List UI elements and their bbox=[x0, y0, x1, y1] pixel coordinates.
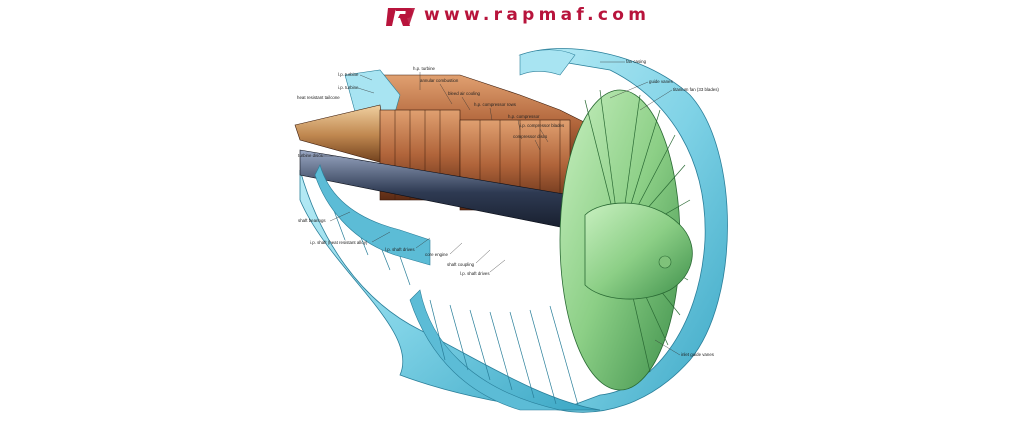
label-lp-shaft-drives: l.p. shaft drives bbox=[385, 247, 415, 252]
site-url[interactable]: www.rapmaf.com bbox=[424, 5, 651, 25]
label-heat-resistant-tailcone: heat resistant tailcone bbox=[297, 95, 340, 100]
label-shaft-bearings: shaft bearings bbox=[298, 218, 326, 223]
site-header: www.rapmaf.com bbox=[0, 0, 1024, 34]
label-ip-shaft: i.p. shaft (heat resistant alloy) bbox=[310, 240, 368, 245]
label-ip-compressor-blades: i.p. compressor blades bbox=[520, 123, 565, 128]
diagram-labels: l.p. turbine i.p. turbine h.p. turbine a… bbox=[297, 59, 719, 357]
label-hp-turbine: h.p. turbine bbox=[413, 66, 436, 71]
label-bleed-air-cooling: bleed air cooling bbox=[448, 91, 481, 96]
label-turbine-discs: turbine discs bbox=[298, 153, 323, 158]
core-casing bbox=[314, 164, 431, 266]
label-lp-turbine: l.p. turbine bbox=[338, 72, 359, 77]
label-lp-shaft-drives-2: l.p. shaft drives bbox=[460, 271, 490, 276]
label-compressor-discs: compressor discs bbox=[513, 134, 548, 139]
label-hp-compressor-rows: h.p. compressor rows bbox=[474, 102, 517, 107]
label-guide-vanes: guide vanes bbox=[649, 79, 673, 84]
label-ip-turbine: i.p. turbine bbox=[338, 85, 359, 90]
label-shaft-coupling: shaft coupling bbox=[447, 262, 475, 267]
spinner bbox=[584, 202, 693, 300]
label-hp-compressor: h.p. compressor bbox=[508, 114, 540, 119]
label-core-engine: core engine bbox=[425, 252, 449, 257]
label-inlet-guide-vanes: inlet guide vanes bbox=[681, 352, 715, 357]
rapmaf-logo-icon[interactable] bbox=[384, 6, 416, 28]
label-fan-casing: fan casing bbox=[626, 59, 647, 64]
fan-casing bbox=[518, 48, 728, 413]
label-titanium-fan: titanium fan (33 blades) bbox=[673, 87, 719, 92]
label-annular-combustion: annular combustion bbox=[420, 78, 459, 83]
